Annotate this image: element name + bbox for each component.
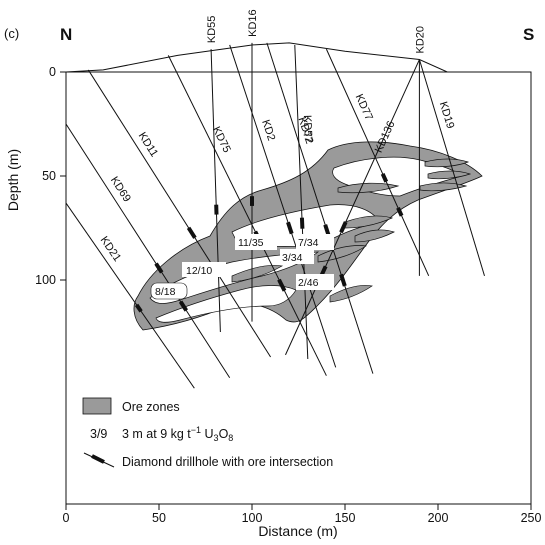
ore-intersection-kd136-0 [339, 221, 348, 234]
panel-label: (c) [4, 26, 19, 41]
ore-label-2-46: 2/46 [296, 274, 334, 290]
x-axis-ticks: 0 50 100 150 200 250 [63, 504, 542, 525]
legend-ore-label: Ore zones [122, 400, 180, 414]
y-axis-title: Depth (m) [5, 149, 21, 211]
drillhole-label-kd20: KD20 [414, 26, 426, 54]
ore-lens-6 [354, 229, 395, 243]
drillhole-kd19 [418, 59, 485, 276]
ore-intersection-kd21-0 [134, 303, 143, 313]
drillhole-label-kd75: KD75 [210, 125, 233, 155]
drillhole-kd77 [325, 48, 430, 277]
ore-lens-8 [231, 265, 284, 283]
drillhole-label-kd57: KD57 [301, 115, 314, 143]
drillhole-label-kd55: KD55 [206, 16, 218, 44]
ore-label-12-10: 12/10 [182, 262, 226, 277]
ore-intersection-kd69-0 [154, 262, 164, 274]
ore-label-8-18: 8/18 [150, 282, 188, 300]
drillhole-kd57 [294, 44, 309, 360]
legend-assay-example: 3/9 [90, 427, 107, 441]
plot-frame [65, 71, 532, 505]
svg-text:8/18: 8/18 [155, 286, 176, 298]
drillhole-kd2 [229, 44, 337, 368]
drillhole-kd69 [65, 123, 231, 379]
legend-drillhole-label: Diamond drillhole with ore intersection [122, 455, 333, 469]
ore-intersection-kd77-1 [396, 207, 404, 217]
drillhole-kd11 [87, 69, 272, 358]
x-tick-label-250: 250 [521, 511, 542, 525]
x-tick-label-50: 50 [152, 511, 166, 525]
x-tick-label-150: 150 [335, 511, 356, 525]
y-tick-label-100: 100 [35, 273, 56, 287]
host-rock-pocket-3 [155, 285, 297, 323]
ore-lens-5 [344, 215, 394, 229]
drillhole-kd72 [266, 42, 374, 374]
ore-label-11-35: 11/35 [235, 234, 277, 250]
legend: Ore zones 3/9 3 m at 9 kg t−1 U3O8 Diamo… [82, 397, 333, 469]
ore-intersection-kd75-1 [277, 278, 287, 292]
drillholes-group [65, 42, 485, 389]
x-tick-label-100: 100 [242, 511, 263, 525]
drillhole-label-kd69: KD69 [108, 175, 133, 205]
legend-ore-swatch [82, 397, 112, 415]
ground-surface-line [65, 42, 531, 73]
x-tick-label-0: 0 [63, 511, 70, 525]
ore-intersection-kd11-0 [186, 226, 197, 239]
ore-lens-3 [419, 182, 468, 192]
drillhole-label-kd16: KD16 [247, 9, 259, 37]
drillhole-label-kd21: KD21 [98, 234, 124, 263]
svg-text:12/10: 12/10 [186, 265, 212, 277]
drillhole-kd136 [285, 59, 420, 356]
ore-lens-4 [337, 182, 400, 194]
south-label: S [523, 25, 534, 44]
ore-intersection-kd2-0 [286, 221, 294, 235]
drillhole-kd55 [210, 49, 221, 333]
y-axis-ticks: 0 50 100 [35, 65, 66, 287]
x-axis-title: Distance (m) [258, 523, 337, 539]
ore-label-3-34: 3/34 [280, 249, 314, 264]
ore-intersection-kd77-0 [380, 172, 389, 183]
svg-text:7/34: 7/34 [298, 237, 319, 249]
drillhole-label-kd2: KD2 [259, 118, 277, 142]
ore-label-7-34: 7/34 [296, 234, 334, 250]
drillhole-kd21 [65, 202, 195, 389]
y-tick-label-50: 50 [42, 169, 56, 183]
ore-lens-2 [427, 170, 472, 180]
ore-lens-1 [424, 158, 470, 168]
legend-drillhole-symbol [83, 452, 115, 468]
ore-lens-9 [329, 285, 373, 303]
drillhole-label-kd77: KD77 [353, 92, 375, 122]
drillhole-label-kd11: KD11 [136, 130, 160, 159]
x-tick-label-200: 200 [428, 511, 449, 525]
ore-intersection-kd72-1 [339, 273, 347, 287]
ore-intersection-kd69-1 [178, 300, 188, 312]
legend-assay-label: 3 m at 9 kg t−1 U3O8 [122, 425, 233, 443]
svg-text:2/46: 2/46 [298, 277, 319, 289]
north-label: N [60, 25, 72, 44]
y-tick-label-0: 0 [49, 65, 56, 79]
svg-text:11/35: 11/35 [238, 237, 264, 249]
svg-text:3/34: 3/34 [282, 252, 303, 264]
